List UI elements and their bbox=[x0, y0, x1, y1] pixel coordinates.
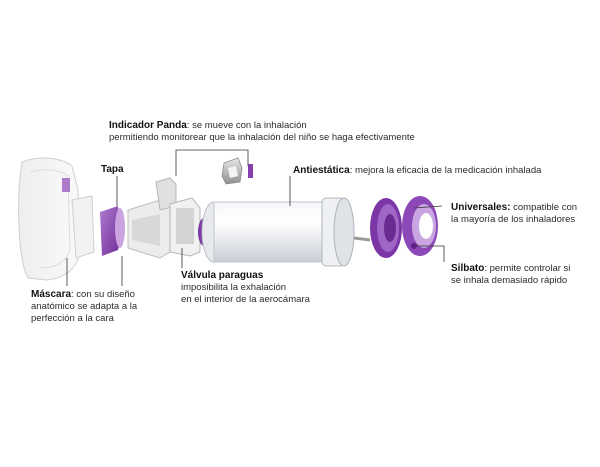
label-mascara-line1: : con su diseño bbox=[71, 289, 135, 300]
adapter-part bbox=[127, 177, 201, 259]
label-mascara: Máscara: con su diseño anatómico se adap… bbox=[31, 289, 137, 325]
label-antiestatica-title: Antiestática bbox=[293, 165, 350, 176]
label-panda-line2: permitiendo monitorear que la inhalación… bbox=[109, 132, 415, 143]
universal-adapter-part bbox=[370, 196, 438, 258]
label-antiestatica: Antiestática: mejora la eficacia de la m… bbox=[293, 165, 541, 177]
cap-part bbox=[100, 206, 125, 256]
label-silbato-line1: : permite controlar si bbox=[484, 263, 571, 274]
label-universales: Universales: compatible con la mayoría d… bbox=[451, 202, 577, 226]
label-mascara-line2: anatómico se adapta a la bbox=[31, 301, 138, 312]
label-panda-line1: : se mueve con la inhalación bbox=[186, 120, 307, 131]
chamber-tube bbox=[201, 197, 371, 267]
label-universales-line1: compatible con bbox=[510, 202, 578, 213]
leader-lines bbox=[66, 149, 445, 286]
label-panda-title: Indicador Panda bbox=[109, 120, 187, 131]
label-universales-title: Universales: bbox=[451, 202, 511, 213]
label-antiestatica-line1: : mejora la eficacia de la medicación in… bbox=[349, 165, 542, 176]
label-silbato-line2: se inhala demasiado rápido bbox=[451, 275, 568, 286]
panda-indicator-part bbox=[221, 157, 253, 185]
label-silbato: Silbato: permite controlar si se inhala … bbox=[451, 263, 570, 287]
label-valvula-line1: imposibilita la exhalación bbox=[181, 282, 287, 293]
label-valvula: Válvula paraguas imposibilita la exhalac… bbox=[181, 270, 310, 306]
label-mascara-line3: perfección a la cara bbox=[31, 313, 114, 324]
label-silbato-title: Silbato bbox=[451, 263, 485, 274]
label-mascara-title: Máscara bbox=[31, 289, 72, 300]
label-valvula-line2: en el interior de la aerocámara bbox=[181, 294, 310, 305]
label-tapa: Tapa bbox=[101, 164, 124, 176]
label-valvula-title: Válvula paraguas bbox=[181, 270, 264, 281]
mask-part bbox=[18, 157, 95, 281]
label-universales-line2: la mayoría de los inhaladores bbox=[451, 214, 576, 225]
label-tapa-title: Tapa bbox=[101, 164, 124, 175]
label-panda: Indicador Panda: se mueve con la inhalac… bbox=[109, 120, 415, 144]
